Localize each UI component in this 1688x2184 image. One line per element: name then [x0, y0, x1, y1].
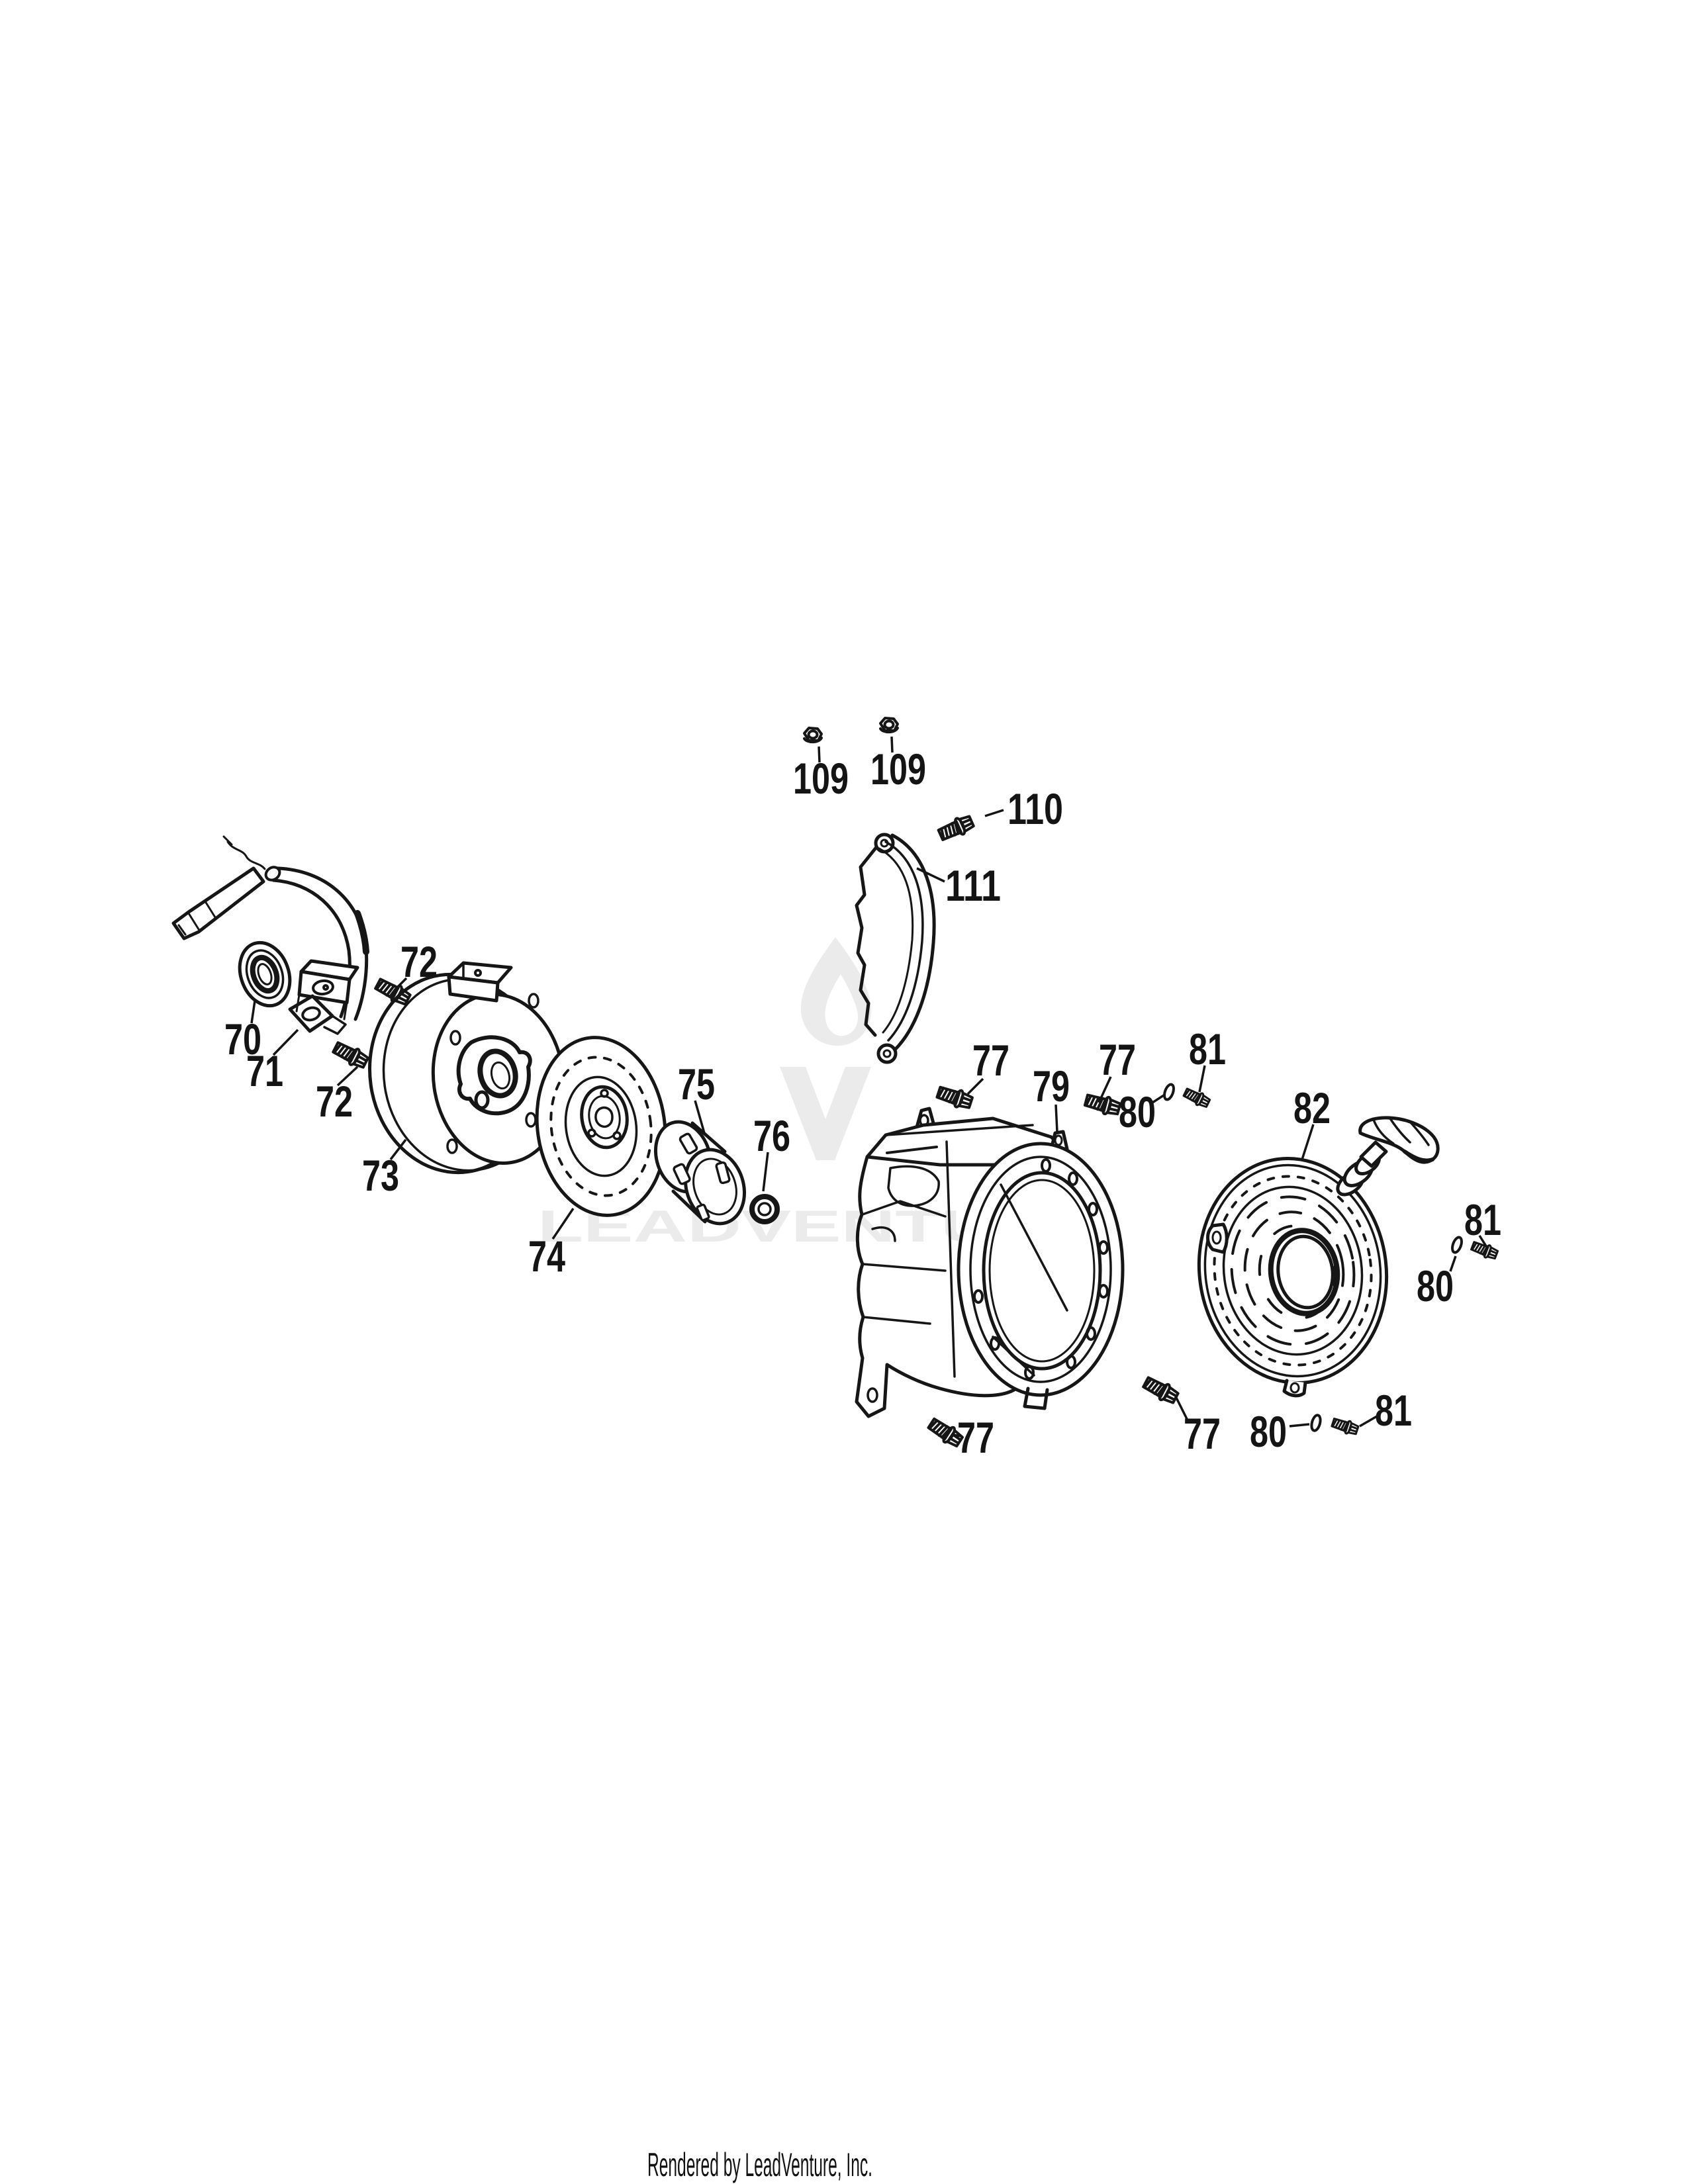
callout-leader-80 — [1152, 1094, 1164, 1104]
callout-110: 110 — [1008, 784, 1063, 833]
callout-76: 76 — [753, 1111, 790, 1160]
callout-80: 80 — [1417, 1261, 1454, 1310]
callout-70: 70 — [224, 1015, 261, 1064]
callout-72: 72 — [400, 937, 438, 986]
callout-leader-77 — [953, 1433, 962, 1437]
flywheel-drawing — [368, 961, 566, 1175]
recoil-starter-drawing — [1197, 1116, 1440, 1398]
callout-leader-80 — [1289, 1423, 1310, 1428]
callout-leader-111 — [916, 867, 945, 883]
bolt-77a — [934, 1082, 975, 1113]
bolt-77d — [1142, 1375, 1180, 1406]
callout-81: 81 — [1375, 1386, 1412, 1435]
callout-77: 77 — [1184, 1409, 1221, 1458]
callout-77: 77 — [1099, 1035, 1136, 1084]
callout-leader-71 — [272, 1028, 299, 1056]
callout-leader-81 — [1478, 1235, 1489, 1249]
oil-seal-drawing — [238, 940, 292, 1008]
callout-leader-109 — [818, 746, 821, 763]
footer-credit: Rendered by LeadVenture, Inc. — [647, 2146, 872, 2183]
callout-leader-110 — [984, 809, 1004, 817]
callout-74: 74 — [528, 1232, 565, 1281]
o-ring-80-bottom — [1309, 1412, 1323, 1433]
callout-leader-70 — [250, 1000, 256, 1024]
callout-leader-81 — [1359, 1415, 1378, 1428]
o-ring-80-right — [1449, 1234, 1465, 1255]
ignition-coil-drawing — [171, 835, 369, 1035]
callout-leader-82 — [1301, 1124, 1315, 1160]
callout-77: 77 — [972, 1036, 1009, 1085]
callout-71: 71 — [246, 1046, 283, 1095]
callout-75: 75 — [678, 1060, 715, 1109]
callout-77: 77 — [957, 1413, 994, 1462]
callout-leader-80 — [1449, 1255, 1457, 1272]
callout-72: 72 — [316, 1077, 353, 1126]
baffle-drawing — [855, 833, 936, 1064]
callout-leader-72 — [397, 977, 408, 988]
callout-leader-73 — [389, 1138, 407, 1161]
callout-leader-81 — [1198, 1065, 1206, 1093]
callout-80: 80 — [1119, 1087, 1156, 1136]
callout-111: 111 — [945, 861, 1001, 910]
watermark-v-icon — [780, 1067, 871, 1160]
bolt-81-top — [1181, 1085, 1212, 1111]
starter-cup-drawing — [653, 1120, 747, 1226]
callout-109: 109 — [793, 754, 849, 803]
callout-109: 109 — [870, 745, 926, 794]
callout-leader-74 — [551, 1208, 575, 1240]
callout-leader-75 — [694, 1100, 706, 1134]
bolt-110 — [935, 811, 976, 844]
blower-housing-drawing — [855, 1107, 1125, 1418]
callout-leader-79 — [1055, 1104, 1058, 1132]
callout-leader-72 — [336, 1066, 359, 1087]
callout-leader-77 — [1175, 1397, 1189, 1421]
cooling-fan-drawing — [535, 1036, 667, 1217]
callout-leader-76 — [762, 1152, 769, 1192]
callout-leader-77 — [1098, 1076, 1112, 1103]
callout-81: 81 — [1189, 1024, 1226, 1073]
callout-81: 81 — [1464, 1195, 1501, 1244]
callout-73: 73 — [362, 1151, 399, 1200]
callout-leader-77 — [966, 1077, 984, 1095]
o-ring-80-top — [1161, 1081, 1177, 1103]
flange-nut-76-drawing — [749, 1194, 780, 1224]
callout-80: 80 — [1250, 1407, 1287, 1456]
callout-82: 82 — [1293, 1083, 1331, 1132]
nut-109b — [879, 717, 899, 734]
nut-109a — [803, 727, 823, 744]
callout-79: 79 — [1033, 1062, 1070, 1111]
bolt-72b — [330, 1038, 371, 1072]
bolt-81-bottom — [1330, 1415, 1360, 1437]
